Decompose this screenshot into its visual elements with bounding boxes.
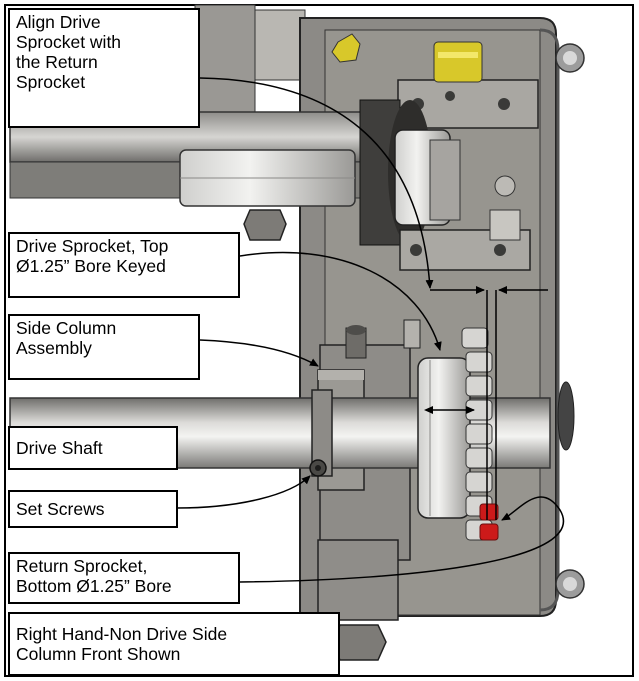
yellow-nut: [433, 41, 483, 83]
return-sprocket-tooth: [479, 503, 499, 521]
callout-line: Align Drive: [16, 12, 101, 32]
lower-hex-nut: [331, 624, 387, 661]
callout-line: Return Sprocket,: [16, 556, 148, 576]
yellow-nut: [331, 33, 361, 63]
leader-set-screws: [175, 475, 311, 509]
leader-side-column: [199, 339, 319, 367]
leader-return-sprocket: [239, 496, 565, 583]
top-pin: [403, 319, 421, 349]
bracket-hole: [494, 244, 506, 256]
callout-line: Assembly: [16, 338, 92, 358]
drive-sprocket-hub: [417, 357, 471, 519]
callout-set-screws: Set Screws: [8, 490, 178, 528]
bracket-hole: [445, 91, 455, 101]
callout-drive-sprocket: Drive Sprocket, Top Ø1.25” Bore Keyed: [8, 232, 240, 298]
figure-caption: Right Hand-Non Drive Side Column Front S…: [8, 612, 340, 676]
bracket-hole: [410, 244, 422, 256]
return-sprocket-tooth: [479, 523, 499, 541]
upper-rail: [194, 4, 256, 116]
callout-line: Drive Shaft: [16, 438, 103, 458]
callout-drive-shaft: Drive Shaft: [8, 426, 178, 470]
callout-return-sprocket: Return Sprocket, Bottom Ø1.25” Bore: [8, 552, 240, 604]
callout-line: Set Screws: [16, 499, 105, 519]
callout-line: Ø1.25” Bore Keyed: [16, 256, 166, 276]
callout-line: Sprocket with: [16, 32, 122, 52]
callout-line: Side Column: [16, 318, 117, 338]
callout-line: Sprocket: [16, 72, 86, 92]
shaft-end-cap: [557, 381, 575, 451]
leader-drive-sprocket: [239, 251, 442, 351]
callout-align-sprockets: Align Drive Sprocket with the Return Spr…: [8, 8, 200, 128]
leader-align: [199, 77, 434, 289]
callout-side-column: Side Column Assembly: [8, 314, 200, 380]
callout-line: Bottom Ø1.25” Bore: [16, 576, 172, 596]
caption-line: Right Hand-Non Drive Side: [16, 624, 228, 644]
caption-line: Column Front Shown: [16, 644, 181, 664]
callout-line: the Return: [16, 52, 98, 72]
upper-rail-face: [254, 9, 306, 81]
upper-hex-nut: [243, 209, 287, 241]
callout-line: Drive Sprocket, Top: [16, 236, 169, 256]
mid-block: [489, 209, 521, 241]
shaft-collar: [311, 389, 333, 477]
plate-edge: [539, 28, 560, 612]
bracket-hole: [498, 98, 510, 110]
